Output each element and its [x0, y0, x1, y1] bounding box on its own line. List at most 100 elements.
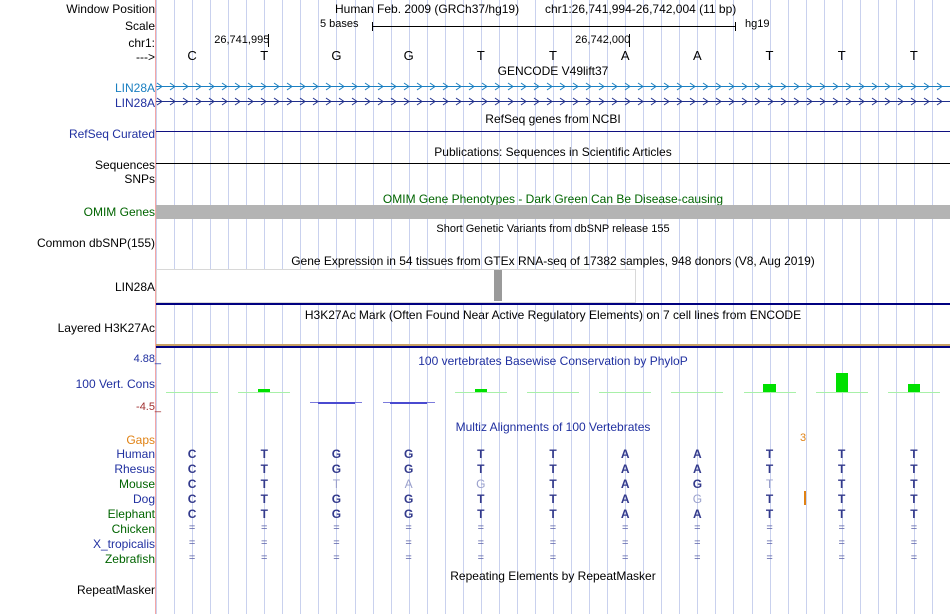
track-title-gencode: GENCODE V49lift37: [497, 64, 609, 78]
grid-line: [174, 0, 175, 614]
label-gaps[interactable]: Gaps: [126, 433, 155, 447]
gencode-transcript-row-1[interactable]: [156, 81, 950, 92]
label-omim-genes[interactable]: OMIM Genes: [83, 205, 155, 219]
align-cell-r4-c1: T: [260, 507, 268, 521]
label-sequences[interactable]: Sequences: [94, 158, 155, 172]
grid-line: [535, 0, 536, 614]
ruler-base-5: T: [549, 48, 557, 63]
ruler-position-tick-1: [629, 34, 631, 47]
gencode-transcript-row-2[interactable]: [156, 96, 950, 107]
label-gtex-lin28a[interactable]: LIN28A: [114, 280, 155, 294]
grid-line: [752, 0, 753, 614]
grid-line: [842, 0, 843, 614]
cons-baseline-6: [599, 392, 652, 394]
align-cell-r7-c0: =: [188, 552, 196, 564]
align-cell-r0-c8: T: [765, 447, 774, 461]
grid-line: [210, 0, 211, 614]
label-refseq-curated[interactable]: RefSeq Curated: [68, 127, 155, 141]
grid-line: [589, 0, 590, 614]
label-layered-h3k27ac[interactable]: Layered H3K27Ac: [57, 321, 155, 335]
grid-line: [156, 0, 157, 614]
species-label-rhesus[interactable]: Rhesus: [114, 462, 155, 476]
refseq-separator: [156, 131, 950, 132]
align-cell-r5-c3: =: [405, 522, 412, 534]
grid-line: [824, 0, 825, 614]
cons-bar-1[interactable]: [258, 388, 271, 393]
left-edge-marker: [155, 0, 156, 614]
ruler-position-0: 26,741,995: [214, 34, 270, 46]
grid-line: [607, 0, 608, 614]
align-cell-r1-c2: G: [331, 462, 342, 476]
align-cell-r6-c1: =: [261, 537, 268, 549]
align-cell-r3-c0: C: [187, 492, 197, 506]
cons-axis-max-tick: _: [154, 353, 161, 365]
gtex-graph-box: [156, 269, 636, 303]
grid-line: [661, 0, 662, 614]
align-cell-r6-c4: =: [477, 537, 485, 549]
species-label-human[interactable]: Human: [116, 447, 155, 461]
align-cell-r3-c1: T: [260, 492, 268, 506]
label-100-vert-cons[interactable]: 100 Vert. Cons: [75, 377, 155, 391]
label-common-dbsnp[interactable]: Common dbSNP(155): [36, 236, 155, 250]
align-cell-r7-c3: =: [405, 552, 412, 564]
align-cell-r4-c7: A: [693, 507, 702, 521]
grid-line: [571, 0, 572, 614]
align-cell-r1-c10: T: [910, 462, 918, 476]
align-cell-r6-c6: =: [621, 537, 629, 549]
align-cell-r5-c10: =: [910, 522, 918, 534]
align-cell-r3-c5: T: [549, 492, 557, 506]
align-cell-r2-c3: A: [404, 477, 413, 491]
align-cell-r4-c3: G: [403, 507, 414, 521]
align-cell-r0-c9: T: [838, 447, 846, 461]
align-cell-r0-c5: T: [549, 447, 557, 461]
ruler-base-10: T: [909, 48, 918, 63]
species-label-chicken[interactable]: Chicken: [111, 522, 155, 536]
align-cell-r6-c7: =: [694, 537, 701, 549]
grid-line: [463, 0, 464, 614]
species-label-elephant[interactable]: Elephant: [107, 507, 155, 521]
grid-line: [715, 0, 716, 614]
ruler-base-0: C: [187, 48, 197, 63]
align-cell-r4-c6: A: [620, 507, 630, 521]
species-label-x_tropicalis[interactable]: X_tropicalis: [92, 537, 155, 551]
cons-bar-10[interactable]: [907, 384, 921, 393]
gtex-expression-bar[interactable]: [494, 270, 502, 301]
grid-line: [878, 0, 879, 614]
align-cell-r0-c3: G: [403, 447, 414, 461]
align-cell-r1-c3: G: [403, 462, 414, 476]
arrow-line-icon: [156, 82, 950, 91]
label-gencode-lin28a-2[interactable]: LIN28A: [114, 96, 155, 110]
omim-gene-bar[interactable]: [156, 205, 950, 219]
align-cell-r7-c10: =: [910, 552, 918, 564]
align-cell-r5-c4: =: [477, 522, 485, 534]
cons-bar-4[interactable]: [474, 389, 487, 393]
cons-bar-9[interactable]: [835, 373, 848, 393]
cons-bar-8[interactable]: [763, 383, 776, 393]
cons-baseline-1: [238, 392, 291, 394]
track-title-gtex: Gene Expression in 54 tissues from GTEx …: [291, 254, 815, 268]
align-cell-r7-c4: =: [477, 552, 485, 564]
cons-bar-2[interactable]: [317, 402, 356, 405]
grid-line: [481, 0, 482, 614]
align-cell-r7-c1: =: [261, 552, 268, 564]
grid-line: [553, 0, 554, 614]
align-cell-r4-c2: G: [331, 507, 342, 521]
label-gencode-lin28a-1[interactable]: LIN28A: [114, 81, 155, 95]
align-cell-r1-c0: C: [187, 462, 197, 476]
grid-line: [733, 0, 734, 614]
species-label-zebrafish[interactable]: Zebrafish: [104, 552, 155, 566]
cons-baseline-10: [887, 392, 940, 394]
grid-line: [914, 0, 915, 614]
label-repeatmasker[interactable]: RepeatMasker: [76, 583, 155, 597]
track-title-refseq: RefSeq genes from NCBI: [485, 112, 621, 126]
cons-bar-3[interactable]: [389, 402, 428, 405]
label-snps[interactable]: SNPs: [124, 172, 155, 186]
species-label-dog[interactable]: Dog: [132, 492, 155, 506]
grid-line: [499, 0, 500, 614]
align-cell-r4-c4: T: [477, 507, 485, 521]
ruler-base-9: T: [837, 48, 846, 63]
track-title-publications: Publications: Sequences in Scientific Ar…: [434, 145, 672, 159]
grid-line: [246, 0, 247, 614]
species-label-mouse[interactable]: Mouse: [118, 477, 155, 491]
